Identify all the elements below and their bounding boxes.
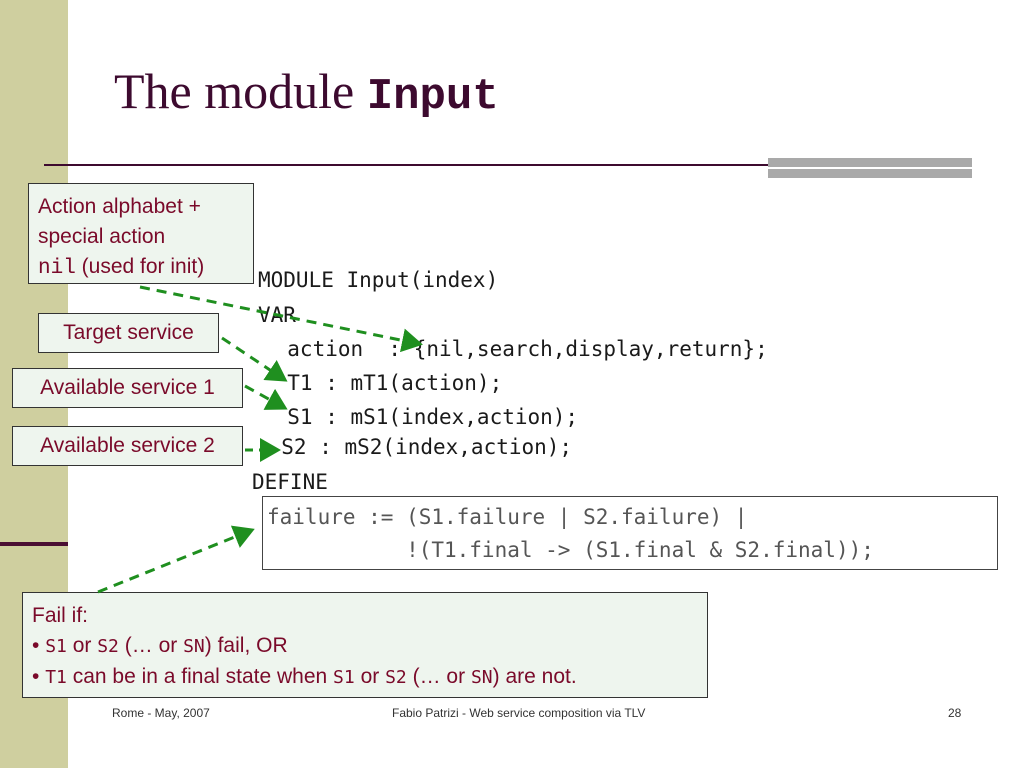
code-line-define: DEFINE [252, 470, 328, 494]
fail-b1-end: ) fail, OR [204, 634, 288, 657]
code-line-s1: S1 : mS1(index,action); [262, 405, 579, 429]
callout-action-line2: special action [38, 225, 166, 248]
callout-action-line3: nil (used for init) [38, 252, 253, 284]
callout-available-service-1: Available service 1 [12, 368, 243, 408]
fail-b1-or: or [66, 634, 98, 657]
footer-date: Rome - May, 2007 [112, 706, 210, 720]
footer-author-title: Fabio Patrizi - Web service composition … [392, 706, 646, 720]
fail-bullet-2: • T1 can be in a final state when S1 or … [32, 662, 707, 693]
fail-b2-mid: can be in a final state when [66, 665, 334, 688]
code-line-module: MODULE Input(index) [258, 268, 499, 292]
fail-b2-paren: (… or [406, 665, 471, 688]
define-box: failure := (S1.failure | S2.failure) | !… [262, 496, 998, 570]
fail-b1-s2: S2 [97, 636, 119, 657]
title-module-name: Input [366, 72, 499, 122]
fail-b2-s1: S1 [333, 667, 355, 688]
title-text: The module [114, 63, 367, 119]
callout-action-alphabet: Action alphabet + special action nil (us… [28, 183, 254, 284]
fail-bullet-1: • S1 or S2 (… or SN) fail, OR [32, 631, 707, 662]
callout-action-init: (used for init) [75, 255, 205, 278]
title-rule [44, 164, 770, 166]
fail-b1-s1: S1 [45, 636, 67, 657]
callout-nil-code: nil [38, 257, 76, 280]
define-line-failure: failure := (S1.failure | S2.failure) | [267, 505, 748, 529]
code-line-action: action : {nil,search,display,return}; [262, 337, 768, 361]
footer-page-number: 28 [948, 706, 962, 720]
arrow-available-1 [244, 384, 288, 410]
fail-b1-mid: (… or [118, 634, 184, 657]
arrow-target [221, 336, 288, 382]
fail-conditions-box: Fail if: • S1 or S2 (… or SN) fail, OR •… [22, 592, 708, 698]
fail-heading: Fail if: [32, 604, 89, 627]
fail-b2-end: ) are not. [492, 665, 577, 688]
bullet-mark: • [32, 634, 46, 657]
callout-available-service-2: Available service 2 [12, 426, 243, 466]
define-line-final: !(T1.final -> (S1.final & S2.final)); [267, 538, 874, 562]
left-sidebar-accent [0, 542, 68, 546]
slide-title: The module Input [114, 62, 499, 122]
fail-b1-sn: SN [183, 636, 205, 657]
code-line-s2: S2 : mS2(index,action); [256, 435, 573, 459]
callout-action-line1: Action alphabet + [38, 195, 201, 218]
arrow-action [139, 285, 423, 353]
code-line-t1: T1 : mT1(action); [262, 371, 503, 395]
fail-b2-sn: SN [470, 667, 493, 688]
title-rule-bar [768, 158, 972, 178]
arrow-fail [97, 525, 255, 594]
fail-b2-s2: S2 [385, 667, 407, 688]
fail-b2-t1: T1 [45, 667, 67, 688]
bullet-mark: • [32, 665, 46, 688]
callout-target-service: Target service [38, 313, 219, 353]
fail-b2-or: or [354, 665, 386, 688]
